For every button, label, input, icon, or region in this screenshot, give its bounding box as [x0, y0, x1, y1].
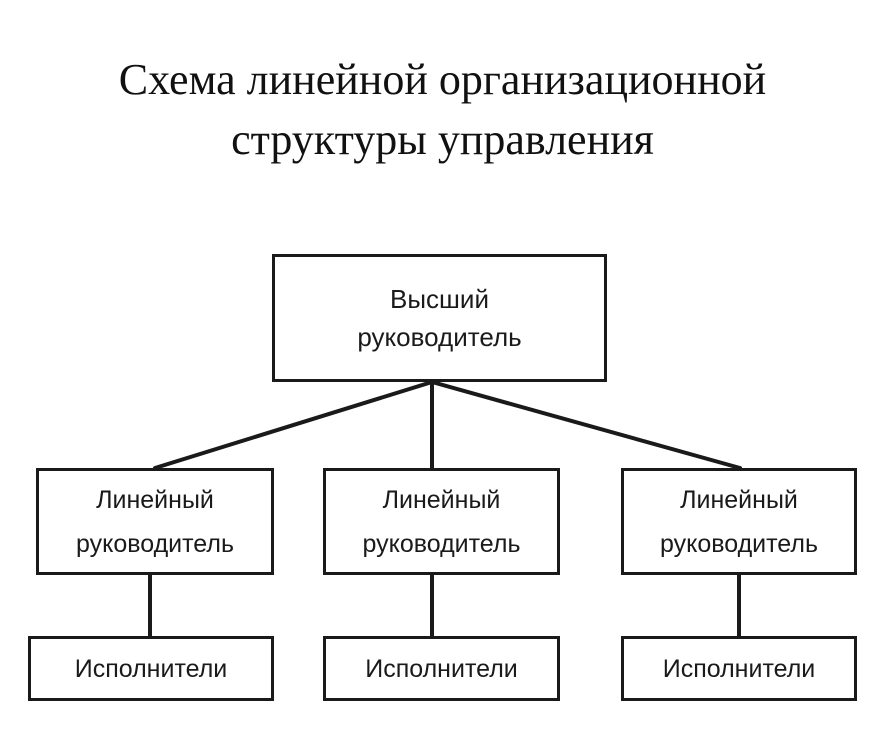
- line-manager-box-3: Линейный руководитель: [621, 468, 857, 575]
- line-manager-label-line-2: руководитель: [75, 529, 234, 558]
- line-manager-box-1: Линейный руководитель: [36, 468, 274, 575]
- line-manager-label-line-1: Линейный: [382, 485, 501, 514]
- line-manager-label-line-1: Линейный: [680, 485, 798, 514]
- diagram-title-line-2: структуры управления: [231, 115, 654, 164]
- connector-top-to-middle-1: [153, 380, 434, 470]
- connector-top-to-middle-3: [430, 380, 742, 470]
- line-manager-label-line-2: руководитель: [659, 529, 818, 558]
- line-manager-label-line-2: руководитель: [362, 529, 521, 558]
- executors-box-2: Исполнители: [323, 636, 560, 701]
- diagram-title-line-1: Схема линейной организационной: [118, 55, 767, 104]
- line-manager-box-2: Линейный руководитель: [323, 468, 560, 575]
- top-manager-label-line-2: руководитель: [357, 322, 522, 352]
- executors-box-3: Исполнители: [621, 636, 857, 701]
- executors-label: Исполнители: [365, 654, 518, 683]
- top-manager-box: Высший руководитель: [272, 254, 607, 382]
- executors-box-1: Исполнители: [28, 636, 274, 701]
- line-manager-label-line-1: Линейный: [96, 485, 214, 514]
- executors-label: Исполнители: [662, 654, 816, 683]
- top-manager-label-line-1: Высший: [390, 284, 489, 314]
- executors-label: Исполнители: [74, 654, 228, 683]
